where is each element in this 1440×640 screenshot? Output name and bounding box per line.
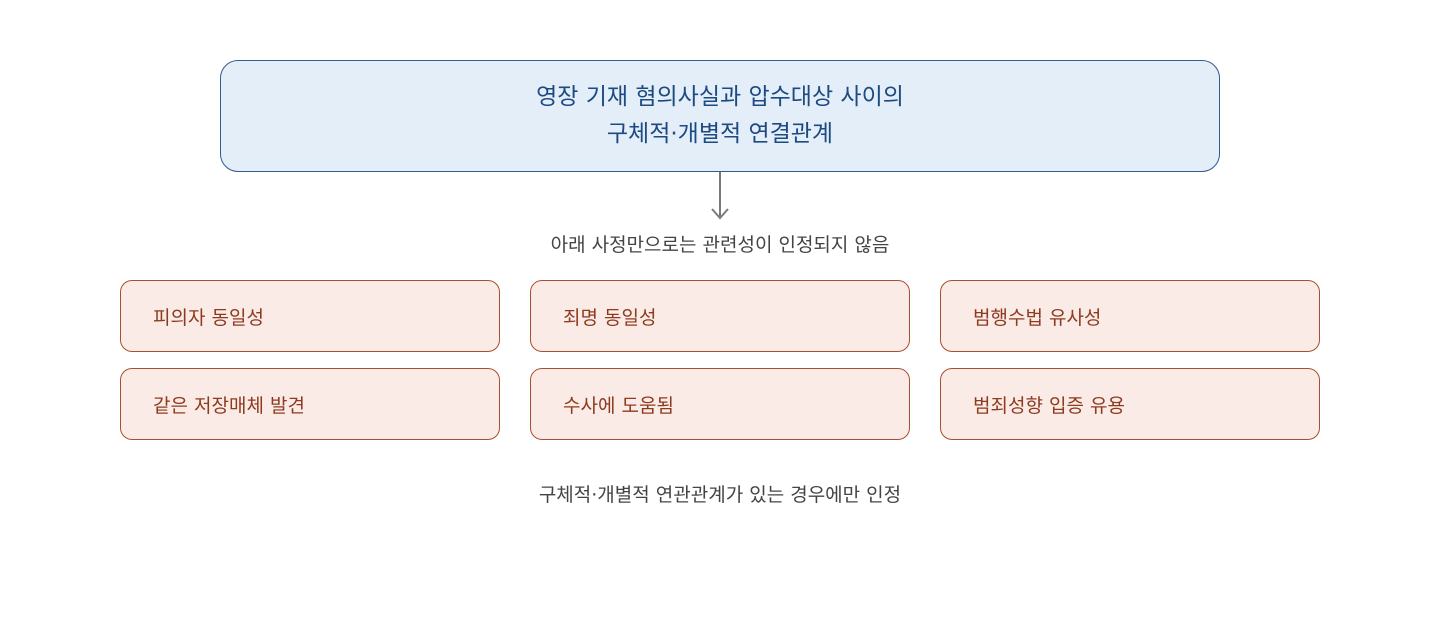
item-label: 범죄성향 입증 유용	[973, 394, 1125, 417]
main-requirement-line-1: 영장 기재 혐의사실과 압수대상 사이의	[536, 84, 904, 110]
item-modus-operandi-similarity: 범행수법 유사성	[940, 280, 1320, 352]
item-helpful-to-investigation: 수사에 도움됨	[530, 368, 910, 440]
main-requirement-box: 영장 기재 혐의사실과 압수대상 사이의 구체적·개별적 연결관계	[220, 60, 1220, 172]
item-label: 수사에 도움됨	[563, 394, 674, 417]
item-charge-identity: 죄명 동일성	[530, 280, 910, 352]
item-label: 죄명 동일성	[563, 306, 657, 329]
item-label: 피의자 동일성	[153, 306, 264, 329]
insufficient-grounds-note: 아래 사정만으로는 관련성이 인정되지 않음	[550, 234, 890, 256]
conclusion-note: 구체적·개별적 연관관계가 있는 경우에만 인정	[538, 484, 902, 506]
item-suspect-identity: 피의자 동일성	[120, 280, 500, 352]
item-label: 범행수법 유사성	[973, 306, 1102, 329]
item-same-storage-medium: 같은 저장매체 발견	[120, 368, 500, 440]
item-label: 같은 저장매체 발견	[153, 394, 305, 417]
item-criminal-propensity-proof: 범죄성향 입증 유용	[940, 368, 1320, 440]
down-arrow-icon	[711, 172, 729, 220]
main-requirement-line-2: 구체적·개별적 연결관계	[606, 121, 834, 147]
